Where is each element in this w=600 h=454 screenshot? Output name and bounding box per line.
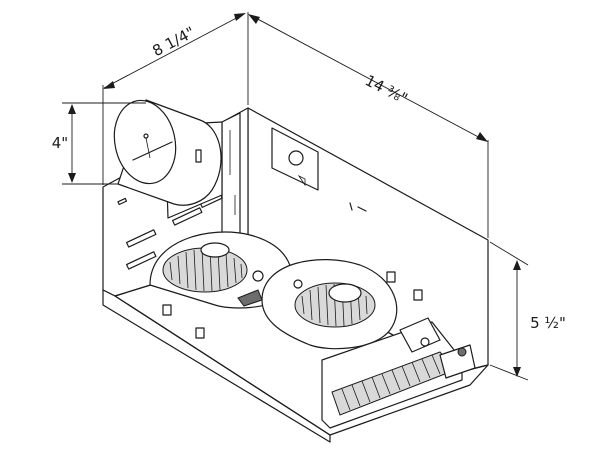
depth-label: 8 1/4": [149, 23, 198, 60]
back-tab: [386, 271, 396, 283]
back-mark: [349, 202, 353, 211]
depth-dimension-line: [103, 13, 245, 89]
duct-diameter-label: 4": [52, 134, 68, 152]
wiring-knockout-icon: [457, 347, 467, 357]
height-label: 5 ½": [530, 314, 566, 332]
mounting-plate: [271, 127, 319, 191]
back-mark: [357, 206, 367, 212]
motor-housing: [399, 317, 441, 353]
mounting-hole-icon: [288, 150, 304, 166]
dimension-lines: [62, 12, 529, 381]
side-slots: [117, 192, 423, 339]
length-label: 14 ⅜": [362, 71, 411, 108]
motor-screw: [420, 337, 430, 347]
grille-slats: [341, 354, 441, 411]
back-tab: [413, 289, 423, 301]
blower-hole: [293, 279, 303, 289]
blower-blades: [169, 248, 243, 292]
duct-collar: [113, 99, 223, 219]
side-slot: [171, 207, 203, 226]
damper-pin: [145, 137, 151, 159]
front-tab: [162, 304, 172, 316]
front-tab: [195, 327, 205, 339]
grille-assembly: [321, 317, 476, 429]
blower-hub: [328, 283, 362, 303]
side-slot: [117, 197, 128, 206]
extension-line: [489, 241, 529, 266]
extension-line: [489, 364, 529, 381]
mounting-bracket: [221, 112, 319, 253]
side-slot: [125, 229, 157, 248]
front-panel: [102, 289, 331, 443]
collar-clip: [195, 149, 202, 163]
duct-opening: [113, 99, 177, 185]
damper-pivot: [143, 133, 149, 139]
blower-hub: [200, 242, 230, 258]
blower-blades: [301, 283, 368, 327]
blower-hole: [252, 270, 264, 282]
side-slot: [125, 251, 157, 270]
bracket-tab: [297, 174, 306, 187]
damper-flap: [132, 141, 173, 161]
blower-wheel-left: [149, 231, 293, 309]
housing-front-edge: [114, 295, 489, 436]
blower-wheel-right: [261, 259, 398, 350]
length-dimension-line: [251, 15, 485, 141]
left-flange: [221, 112, 241, 253]
